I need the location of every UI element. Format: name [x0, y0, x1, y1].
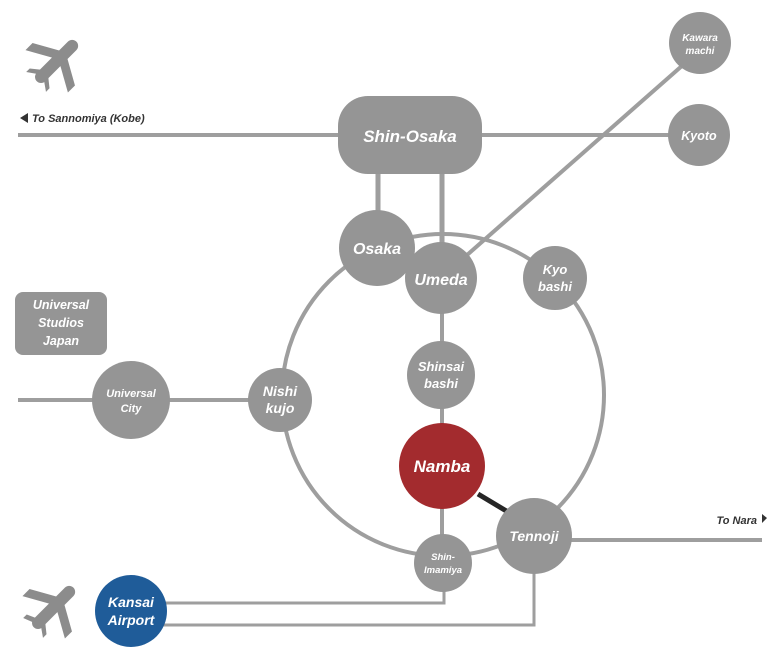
station-label: Imamiya — [424, 565, 462, 576]
station-label: Kyo — [543, 262, 568, 277]
station-label: Kansai — [108, 594, 155, 610]
direction-nara: To Nara — [716, 515, 757, 527]
station-label: City — [121, 403, 143, 415]
station-label: Shin- — [431, 552, 455, 563]
station-label: bashi — [424, 376, 458, 391]
station-label: Umeda — [414, 272, 467, 289]
station-kyobashi[interactable]: Kyo bashi — [523, 246, 587, 310]
station-label: Osaka — [353, 241, 401, 258]
usj-label-line-2: Studios — [38, 316, 84, 330]
station-namba[interactable]: Namba — [399, 423, 485, 509]
station-label: Kawara — [682, 33, 718, 44]
line-airport-tennoji — [160, 545, 536, 627]
station-label: kujo — [266, 400, 295, 416]
line-umeda-kawaramachi — [448, 48, 702, 272]
station-label: Kyoto — [681, 129, 717, 143]
usj-box: Universal Studios Japan — [15, 292, 107, 355]
airplane-icon — [22, 585, 76, 639]
station-label: Shinsai — [418, 359, 465, 374]
station-shinsaibashi[interactable]: Shinsai bashi — [407, 341, 475, 409]
usj-label-line-1: Universal — [33, 298, 90, 312]
station-label: Airport — [107, 612, 156, 628]
station-label: machi — [686, 46, 715, 57]
station-label: Nishi — [263, 383, 298, 399]
station-tennoji[interactable]: Tennoji — [496, 498, 572, 574]
station-kawaramachi[interactable]: Kawara machi — [669, 12, 731, 74]
arrow-left-icon — [20, 113, 28, 123]
usj-label-line-3: Japan — [43, 334, 79, 348]
station-shin-osaka[interactable]: Shin-Osaka — [338, 96, 482, 174]
station-label: Tennoji — [509, 528, 559, 544]
line-airport-shin-imamiya — [160, 565, 446, 605]
station-label: bashi — [538, 279, 572, 294]
station-umeda[interactable]: Umeda — [405, 242, 477, 314]
station-label: Shin-Osaka — [363, 127, 457, 146]
direction-kobe: To Sannomiya (Kobe) — [32, 113, 145, 125]
station-label: Namba — [414, 457, 471, 476]
station-kansai-airport[interactable]: Kansai Airport — [95, 575, 167, 647]
station-kyoto[interactable]: Kyoto — [668, 104, 730, 166]
station-shin-imamiya[interactable]: Shin- Imamiya — [414, 534, 472, 592]
station-universal-city[interactable]: Universal City — [92, 361, 170, 439]
airplane-icon — [25, 39, 79, 93]
station-osaka[interactable]: Osaka — [339, 210, 415, 286]
station-label: Universal — [106, 388, 156, 400]
station-nishikujo[interactable]: Nishi kujo — [248, 368, 312, 432]
arrow-right-icon — [762, 514, 767, 523]
